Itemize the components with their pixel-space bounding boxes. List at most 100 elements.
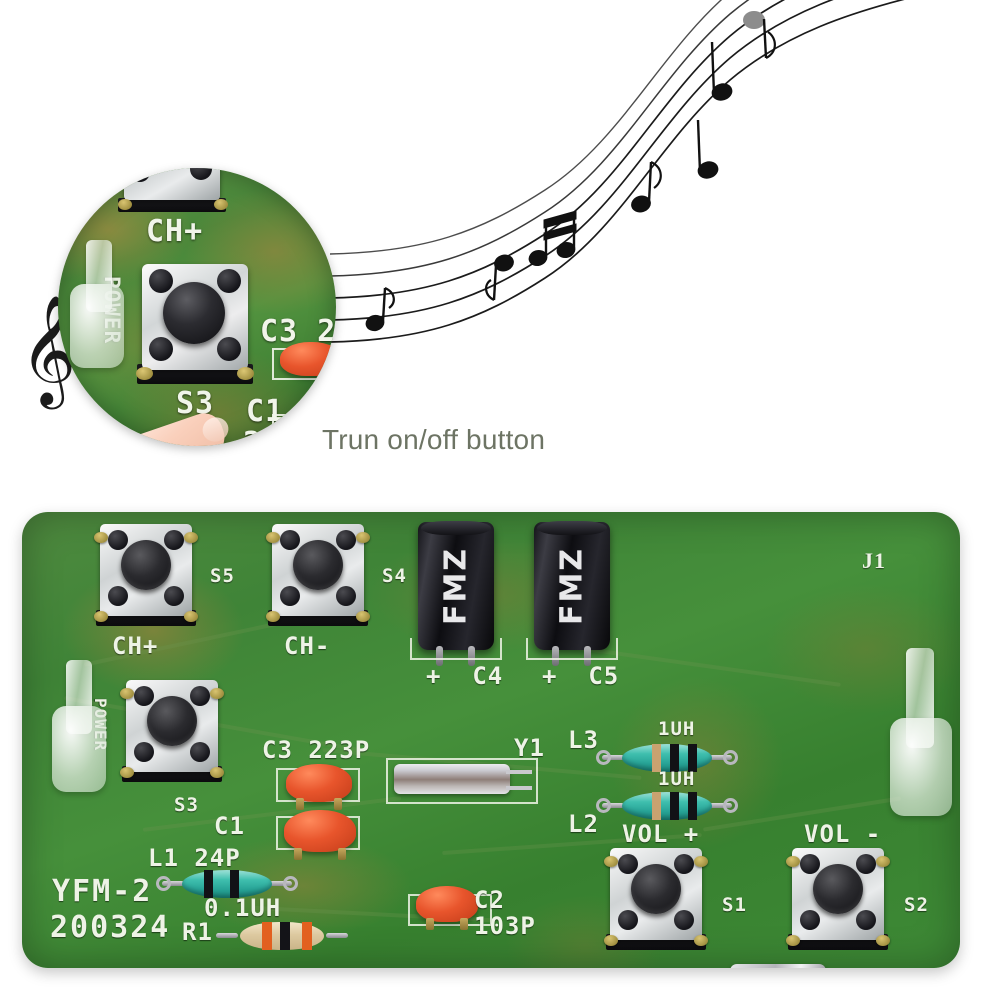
switch-leg: [856, 854, 876, 874]
magnifier-inset: CH+ POWER S3 C3 22 C1 L1 24P: [58, 168, 336, 446]
silk-ref-s3: S3: [174, 794, 199, 816]
solder-joint: [876, 935, 890, 946]
silk-ref-l3: L3: [568, 726, 599, 754]
switch-plunger[interactable]: [631, 864, 681, 914]
solder-eyelet: [596, 798, 611, 813]
solder-joint: [876, 856, 890, 867]
inductor-lead: [602, 755, 624, 760]
silk-ref-s5: S5: [210, 565, 235, 587]
led-bulb: [890, 718, 952, 816]
led-bulb: [52, 706, 106, 792]
note-beamed-pair-low: [580, 333, 596, 346]
resistor-lead: [216, 933, 238, 938]
cap-marking: FMZ: [554, 546, 590, 626]
cap-lead: [468, 646, 475, 666]
inductor-lead: [162, 881, 184, 886]
caption-turn-on-off-button: Trun on/off button: [322, 424, 546, 455]
switch-plunger[interactable]: [147, 696, 197, 746]
silk-ref-c2: C2: [474, 886, 505, 914]
silk-ref-s1: S1: [722, 894, 747, 916]
switch-leg: [164, 586, 184, 606]
solder-joint: [94, 532, 108, 543]
cap-lead: [436, 646, 443, 666]
switch-leg: [134, 742, 154, 762]
color-band: [302, 922, 312, 950]
silk-ref-r1: R1: [182, 918, 213, 946]
switch-leg: [164, 530, 184, 550]
inductor-core: [182, 870, 272, 898]
note-eighth-3: [631, 161, 662, 213]
cap-top: [421, 521, 491, 535]
crystal-can: [394, 764, 510, 794]
inductor-l3: [596, 742, 738, 774]
pcb-board: S5 CH+ S4 CH-: [22, 512, 960, 968]
color-band: [670, 792, 679, 820]
inset-ceramic-cap-c3: [280, 342, 336, 376]
color-band: [688, 744, 697, 772]
cap-lead: [460, 918, 468, 930]
color-band: [670, 744, 679, 772]
cap-lead: [552, 646, 559, 666]
solder-joint: [694, 856, 708, 867]
inset-ceramic-cap-c1: [280, 408, 336, 442]
solder-joint: [184, 611, 198, 622]
switch-leg: [190, 168, 212, 180]
switch-plunger[interactable]: [163, 282, 225, 344]
tact-switch-s4[interactable]: [266, 524, 370, 626]
color-band: [652, 744, 661, 772]
tact-switch-s2[interactable]: [786, 848, 890, 950]
cap-can: [534, 522, 610, 650]
switch-plunger[interactable]: [293, 540, 343, 590]
solder-joint: [266, 532, 280, 543]
silk-pad-c4: [410, 638, 502, 660]
switch-leg: [800, 854, 820, 874]
solder-joint: [210, 688, 224, 699]
silk-ref-l2: L2: [568, 810, 599, 838]
solder-joint: [210, 767, 224, 778]
inductor-lead: [270, 881, 292, 886]
solder-joint: [604, 856, 618, 867]
tact-switch-ch-plus-partial[interactable]: [118, 168, 228, 212]
audio-jack-j1[interactable]: [672, 964, 886, 968]
switch-leg: [108, 586, 128, 606]
silk-function-vol-plus: VOL +: [622, 820, 700, 848]
tact-switch-s1[interactable]: [604, 848, 708, 950]
inductor-lead: [602, 803, 624, 808]
inductor-core: [622, 792, 712, 820]
switch-leg: [130, 168, 150, 182]
silk-value-l1: 0.1UH: [204, 894, 282, 922]
switch-leg: [190, 742, 210, 762]
electrolytic-cap-c5: FMZ: [534, 521, 610, 666]
crystal-lead: [506, 770, 532, 774]
switch-plunger[interactable]: [121, 540, 171, 590]
indicator-led-right: [888, 648, 954, 828]
solder-joint: [120, 688, 134, 699]
switch-leg: [134, 686, 154, 706]
switch-leg: [618, 910, 638, 930]
solder-eyelet: [723, 750, 738, 765]
ceramic-cap-c1: [284, 810, 356, 860]
tact-switch-s3[interactable]: [120, 680, 224, 782]
switch-leg: [800, 910, 820, 930]
silk-function-ch-minus: CH-: [284, 632, 331, 660]
silk-ref-j1: J1: [862, 548, 886, 573]
switch-leg: [674, 910, 694, 930]
switch-leg: [217, 337, 241, 361]
electrolytic-cap-c4: FMZ: [418, 521, 494, 666]
switch-leg: [190, 686, 210, 706]
solder-joint: [214, 199, 228, 210]
switch-leg: [149, 269, 173, 293]
switch-leg: [217, 269, 241, 293]
solder-joint: [266, 611, 280, 622]
tact-switch-s5[interactable]: [94, 524, 198, 626]
inset-tact-switch-s3[interactable]: [136, 264, 254, 384]
solder-joint: [356, 611, 370, 622]
music-staff-graphic: [330, 0, 926, 346]
solder-eyelet: [596, 750, 611, 765]
solder-eyelet: [156, 876, 171, 891]
silk-ref-s4: S4: [382, 565, 407, 587]
switch-plunger[interactable]: [813, 864, 863, 914]
silk-pad-c5: [526, 638, 618, 660]
inset-power-led: [70, 240, 128, 376]
